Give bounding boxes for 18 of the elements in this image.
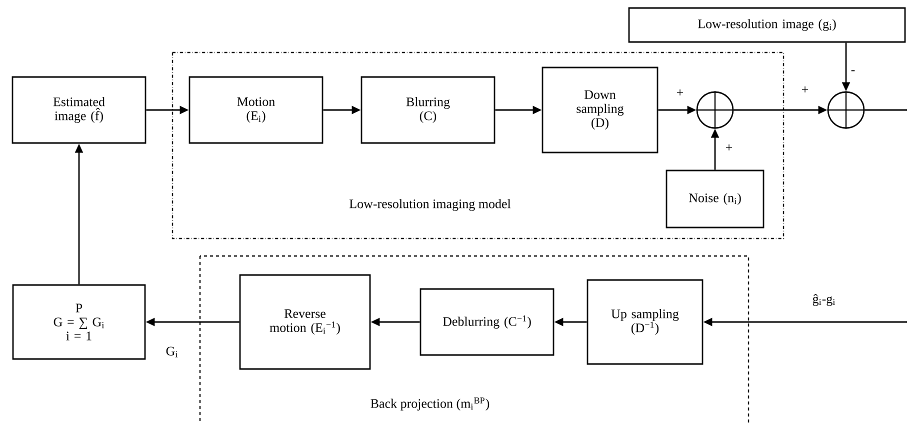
process-box: Blurring (C) [360,76,496,144]
summing-junction [826,90,866,130]
process-box: Up sampling (D$^{−1}$) [586,279,704,365]
edge-label: - [850,69,856,75]
sum-box: P G = ∑ G$_{i}$ i = 1 [12,284,146,360]
edge-label: ĝ$_{i}$-g$_{i}$ [811,293,837,307]
edge-label: + [724,143,734,153]
process-box: Down sampling (D) [542,66,658,154]
process-box: Low-resolution image (g$_{i}$) [628,7,906,43]
process-box: Reverse motion (E$_{i}$$^{−1}$) [239,274,371,370]
process-box: Noise (n$_{i}$) [666,170,764,228]
summing-junction [696,90,734,130]
edge-label: G$_{i}$ [164,346,180,358]
process-box: Estimated image (f̂) [12,76,146,144]
edge-label: + [675,88,685,98]
edge-label: + [800,85,810,95]
process-box: Motion (E$_{i}$) [188,76,324,144]
process-box: Deblurring (C$^{−1}$) [420,288,554,356]
